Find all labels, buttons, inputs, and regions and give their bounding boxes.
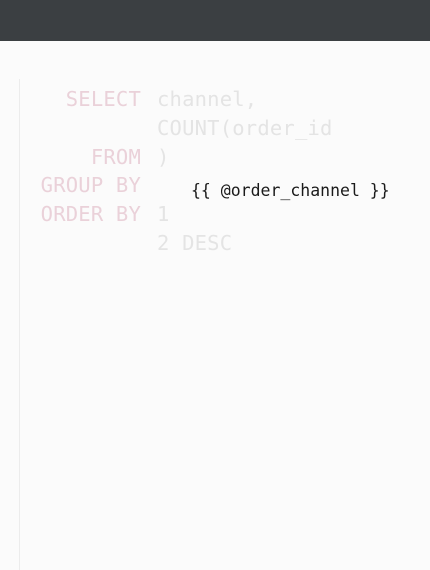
top-toolbar [0, 0, 430, 41]
keyword-select: SELECT [65, 87, 141, 111]
code-line-4: 1 [157, 202, 170, 226]
code-line-2: COUNT(order_id [157, 116, 333, 140]
editor-gutter-divider [19, 79, 20, 570]
sql-editor[interactable]: SELECT FROM GROUP BY ORDER BY channel, C… [0, 41, 430, 570]
keyword-from: FROM [90, 145, 141, 169]
keyword-group-by: GROUP BY [40, 173, 141, 197]
code-line-1: channel, [157, 87, 258, 111]
code-line-3: ) [157, 145, 170, 169]
code-line-5: 2 DESC [157, 231, 233, 255]
template-variable-label: {{ @order_channel }} [191, 181, 390, 200]
keyword-order-by: ORDER BY [40, 202, 141, 226]
